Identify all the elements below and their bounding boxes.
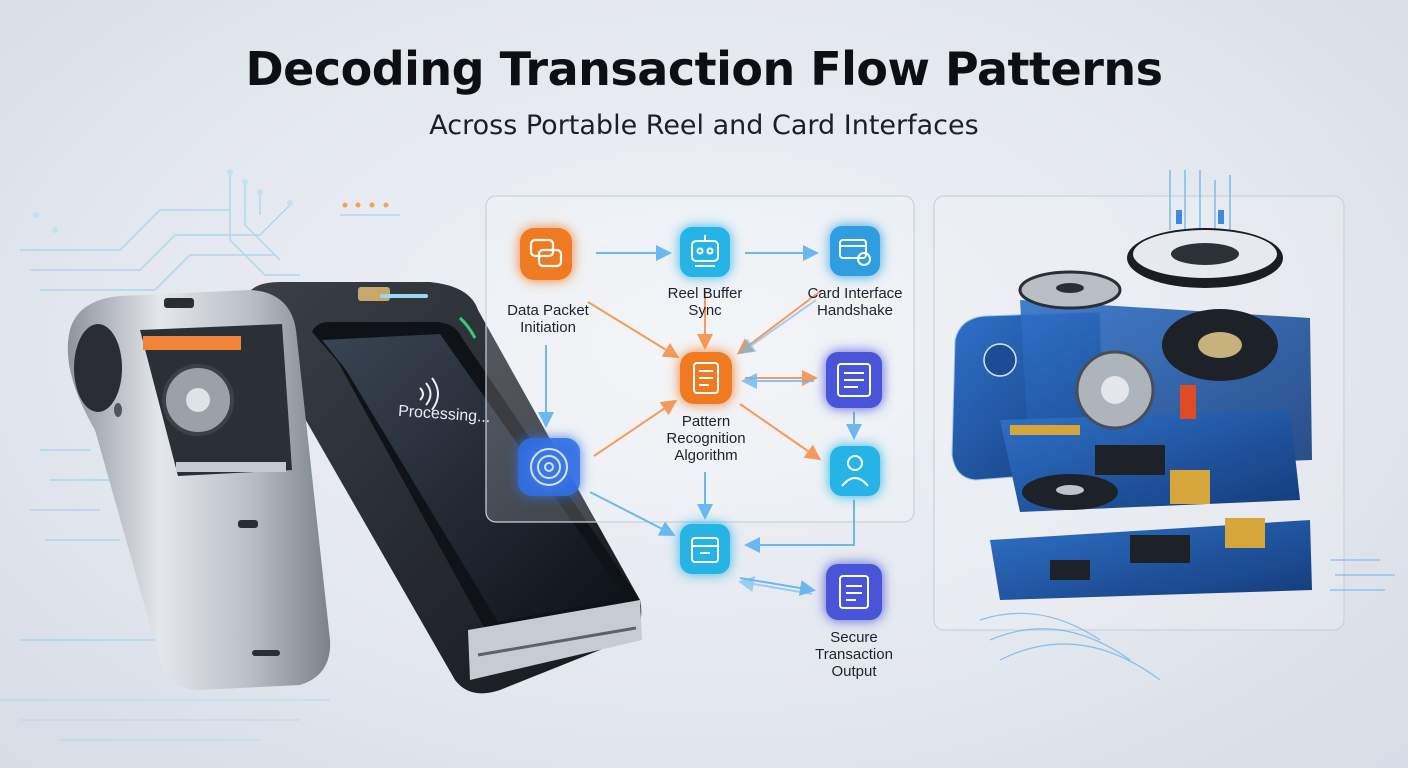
label-card-interface-handshake: Card Interface Handshake: [807, 285, 903, 319]
node-reel-buffer-sync: [680, 227, 730, 277]
document-icon: [693, 362, 719, 394]
label-secure-transaction-output: Secure Transaction Output: [815, 629, 893, 680]
list-icon: [837, 363, 871, 397]
user-icon: [841, 455, 869, 487]
circuit-dots: [33, 169, 389, 233]
node-list: [826, 352, 882, 408]
archive-icon: [691, 537, 719, 563]
exploded-hardware: [951, 170, 1395, 681]
page-title: Decoding Transaction Flow Patterns: [245, 42, 1163, 96]
fingerprint-icon: [530, 448, 568, 486]
chat-bubbles-icon: [529, 238, 563, 268]
node-secure-transaction-output: [826, 564, 882, 620]
clipboard-icon: [839, 575, 869, 609]
node-archive: [680, 524, 730, 574]
node-pattern-recognition-algorithm: [680, 352, 732, 404]
flow-connectors: [538, 245, 862, 596]
node-user: [830, 446, 880, 496]
contactless-icon: [419, 377, 439, 411]
card-gear-icon: [839, 239, 871, 266]
page-subtitle: Across Portable Reel and Card Interfaces: [429, 110, 979, 141]
label-data-packet-initiation: Data Packet Initiation: [507, 302, 589, 336]
floor-grid: [0, 699, 330, 741]
label-pattern-recognition-algorithm: Pattern Recognition Algorithm: [666, 413, 746, 464]
card-terminal-device: [244, 282, 642, 694]
node-fingerprint: [518, 438, 580, 496]
label-reel-buffer-sync: Reel Buffer Sync: [667, 285, 743, 319]
node-card-interface-handshake: [830, 226, 880, 276]
robot-icon: [691, 235, 719, 267]
reel-terminal-device: [67, 290, 331, 690]
node-data-packet-initiation: [520, 228, 572, 280]
